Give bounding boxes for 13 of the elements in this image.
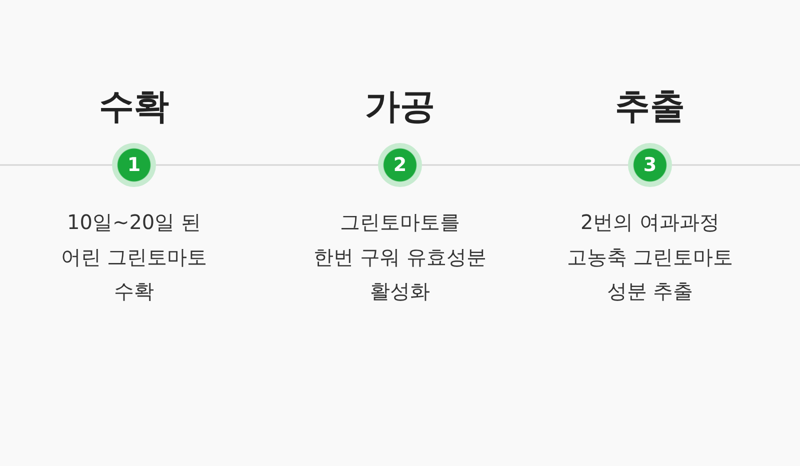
numbered-step-circle: 2 [378,143,422,187]
step-title: 수확 [99,86,169,128]
step-title: 추출 [615,86,685,128]
step-title: 가공 [365,86,435,128]
step-description: 10일~20일 된 어린 그린토마토 수확 [60,209,208,305]
numbered-step-circle: 3 [628,143,672,187]
timeline-line [0,164,112,166]
step-description: 그린토마토를 한번 구워 유효성분 활성화 [314,209,486,305]
timeline-line [156,164,378,166]
numbered-step-circle: 1 [112,143,156,187]
step-description: 2번의 여과과정 고농축 그린토마토 성분 추출 [566,209,734,305]
timeline-line [672,164,800,166]
timeline-line [422,164,628,166]
